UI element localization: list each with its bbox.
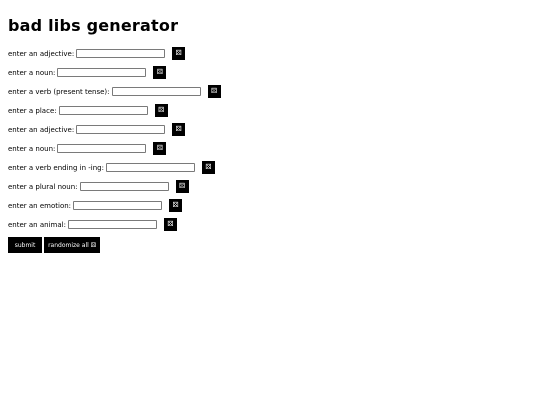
field-row-noun-2: enter a noun: ⚄ [8,139,221,158]
field-label: enter a verb ending in -ing: [8,163,104,172]
randomize-verb-ing-button[interactable]: ⚄ [201,161,215,174]
animal-input[interactable] [67,220,157,229]
noun-input[interactable] [57,144,147,153]
randomize-all-button[interactable]: randomize all ⚄ [44,237,100,253]
verb-ing-input[interactable] [105,163,195,172]
dice-icon: ⚄ [156,68,163,76]
randomize-verb-present-button[interactable]: ⚄ [207,85,221,98]
dice-icon: ⚄ [175,125,182,133]
field-label: enter a plural noun: [8,182,78,191]
randomize-noun-button[interactable]: ⚄ [153,142,167,155]
field-row-place: enter a place: ⚄ [8,101,221,120]
verb-present-input[interactable] [111,87,201,96]
field-row-verb-ing: enter a verb ending in -ing: ⚄ [8,158,221,177]
field-label: enter a verb (present tense): [8,87,110,96]
field-row-adjective-1: enter an adjective: ⚄ [8,44,221,63]
randomize-emotion-button[interactable]: ⚄ [169,199,183,212]
field-row-plural-noun: enter a plural noun: ⚄ [8,177,221,196]
place-input[interactable] [58,106,148,115]
bad-libs-form: enter an adjective: ⚄ enter a noun: ⚄ en… [8,44,221,253]
randomize-plural-noun-button[interactable]: ⚄ [175,180,189,193]
dice-icon: ⚄ [210,87,218,95]
plural-noun-input[interactable] [79,182,169,191]
randomize-adjective-button[interactable]: ⚄ [172,123,186,136]
dice-icon: ⚄ [178,182,186,190]
field-row-verb-present: enter a verb (present tense): ⚄ [8,82,221,101]
field-label: enter a noun: [8,144,56,153]
field-row-noun-1: enter a noun: ⚄ [8,63,221,82]
field-row-emotion: enter an emotion: ⚄ [8,196,221,215]
dice-icon: ⚄ [175,49,182,57]
submit-button[interactable]: submit [8,237,42,253]
page-title: bad libs generator [8,16,179,35]
field-row-animal: enter an animal: ⚄ [8,215,221,234]
adjective-input[interactable] [76,49,166,58]
randomize-noun-button[interactable]: ⚄ [153,66,167,79]
field-label: enter an animal: [8,220,66,229]
dice-icon: ⚄ [205,163,212,171]
randomize-place-button[interactable]: ⚄ [154,104,168,117]
dice-icon: ⚄ [158,106,165,114]
randomize-adjective-button[interactable]: ⚄ [172,47,186,60]
emotion-input[interactable] [73,201,163,210]
dice-icon: ⚄ [156,144,163,152]
dice-icon: ⚄ [172,201,179,209]
field-label: enter an emotion: [8,201,72,210]
field-row-adjective-2: enter an adjective: ⚄ [8,120,221,139]
field-label: enter an adjective: [8,125,75,134]
field-label: enter an adjective: [8,49,75,58]
adjective-input[interactable] [76,125,166,134]
randomize-animal-button[interactable]: ⚄ [163,218,177,231]
field-label: enter a place: [8,106,57,115]
noun-input[interactable] [57,68,147,77]
form-actions: submit randomize all ⚄ [8,237,221,253]
dice-icon: ⚄ [167,220,174,228]
field-label: enter a noun: [8,68,56,77]
